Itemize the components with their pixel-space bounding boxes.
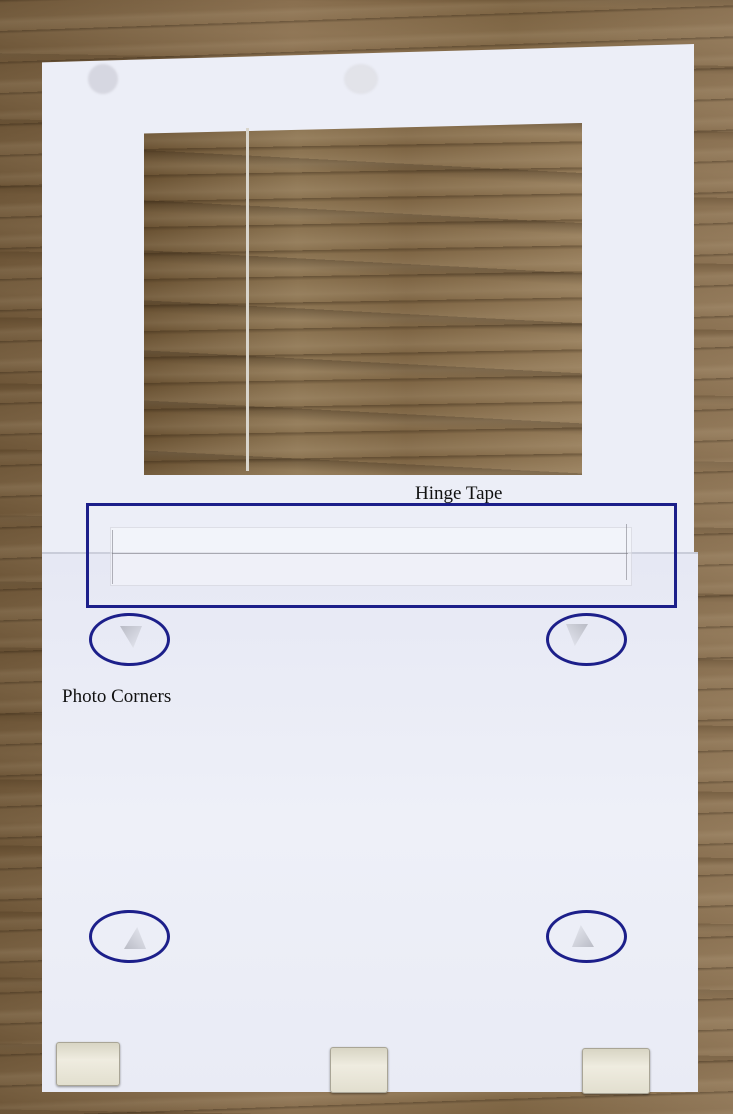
mat-window-opening: [144, 123, 582, 475]
window-board-seam: [246, 128, 249, 471]
photo-corners-label: Photo Corners: [62, 686, 171, 708]
top-left-smudge: [88, 64, 118, 94]
photo-corner-highlight-bottom-left: [89, 910, 170, 963]
support-clip-center: [330, 1047, 388, 1093]
photo-corner-highlight-top-right: [546, 613, 627, 666]
photo-corner-highlight-bottom-right: [546, 910, 627, 963]
photo-corner-highlight-top-left: [89, 613, 170, 666]
support-clip-left: [56, 1042, 120, 1086]
support-clip-right: [582, 1048, 650, 1094]
top-center-smudge: [344, 64, 378, 94]
hinge-tape-highlight-box: [86, 503, 677, 608]
hinge-tape-label: Hinge Tape: [415, 483, 503, 505]
